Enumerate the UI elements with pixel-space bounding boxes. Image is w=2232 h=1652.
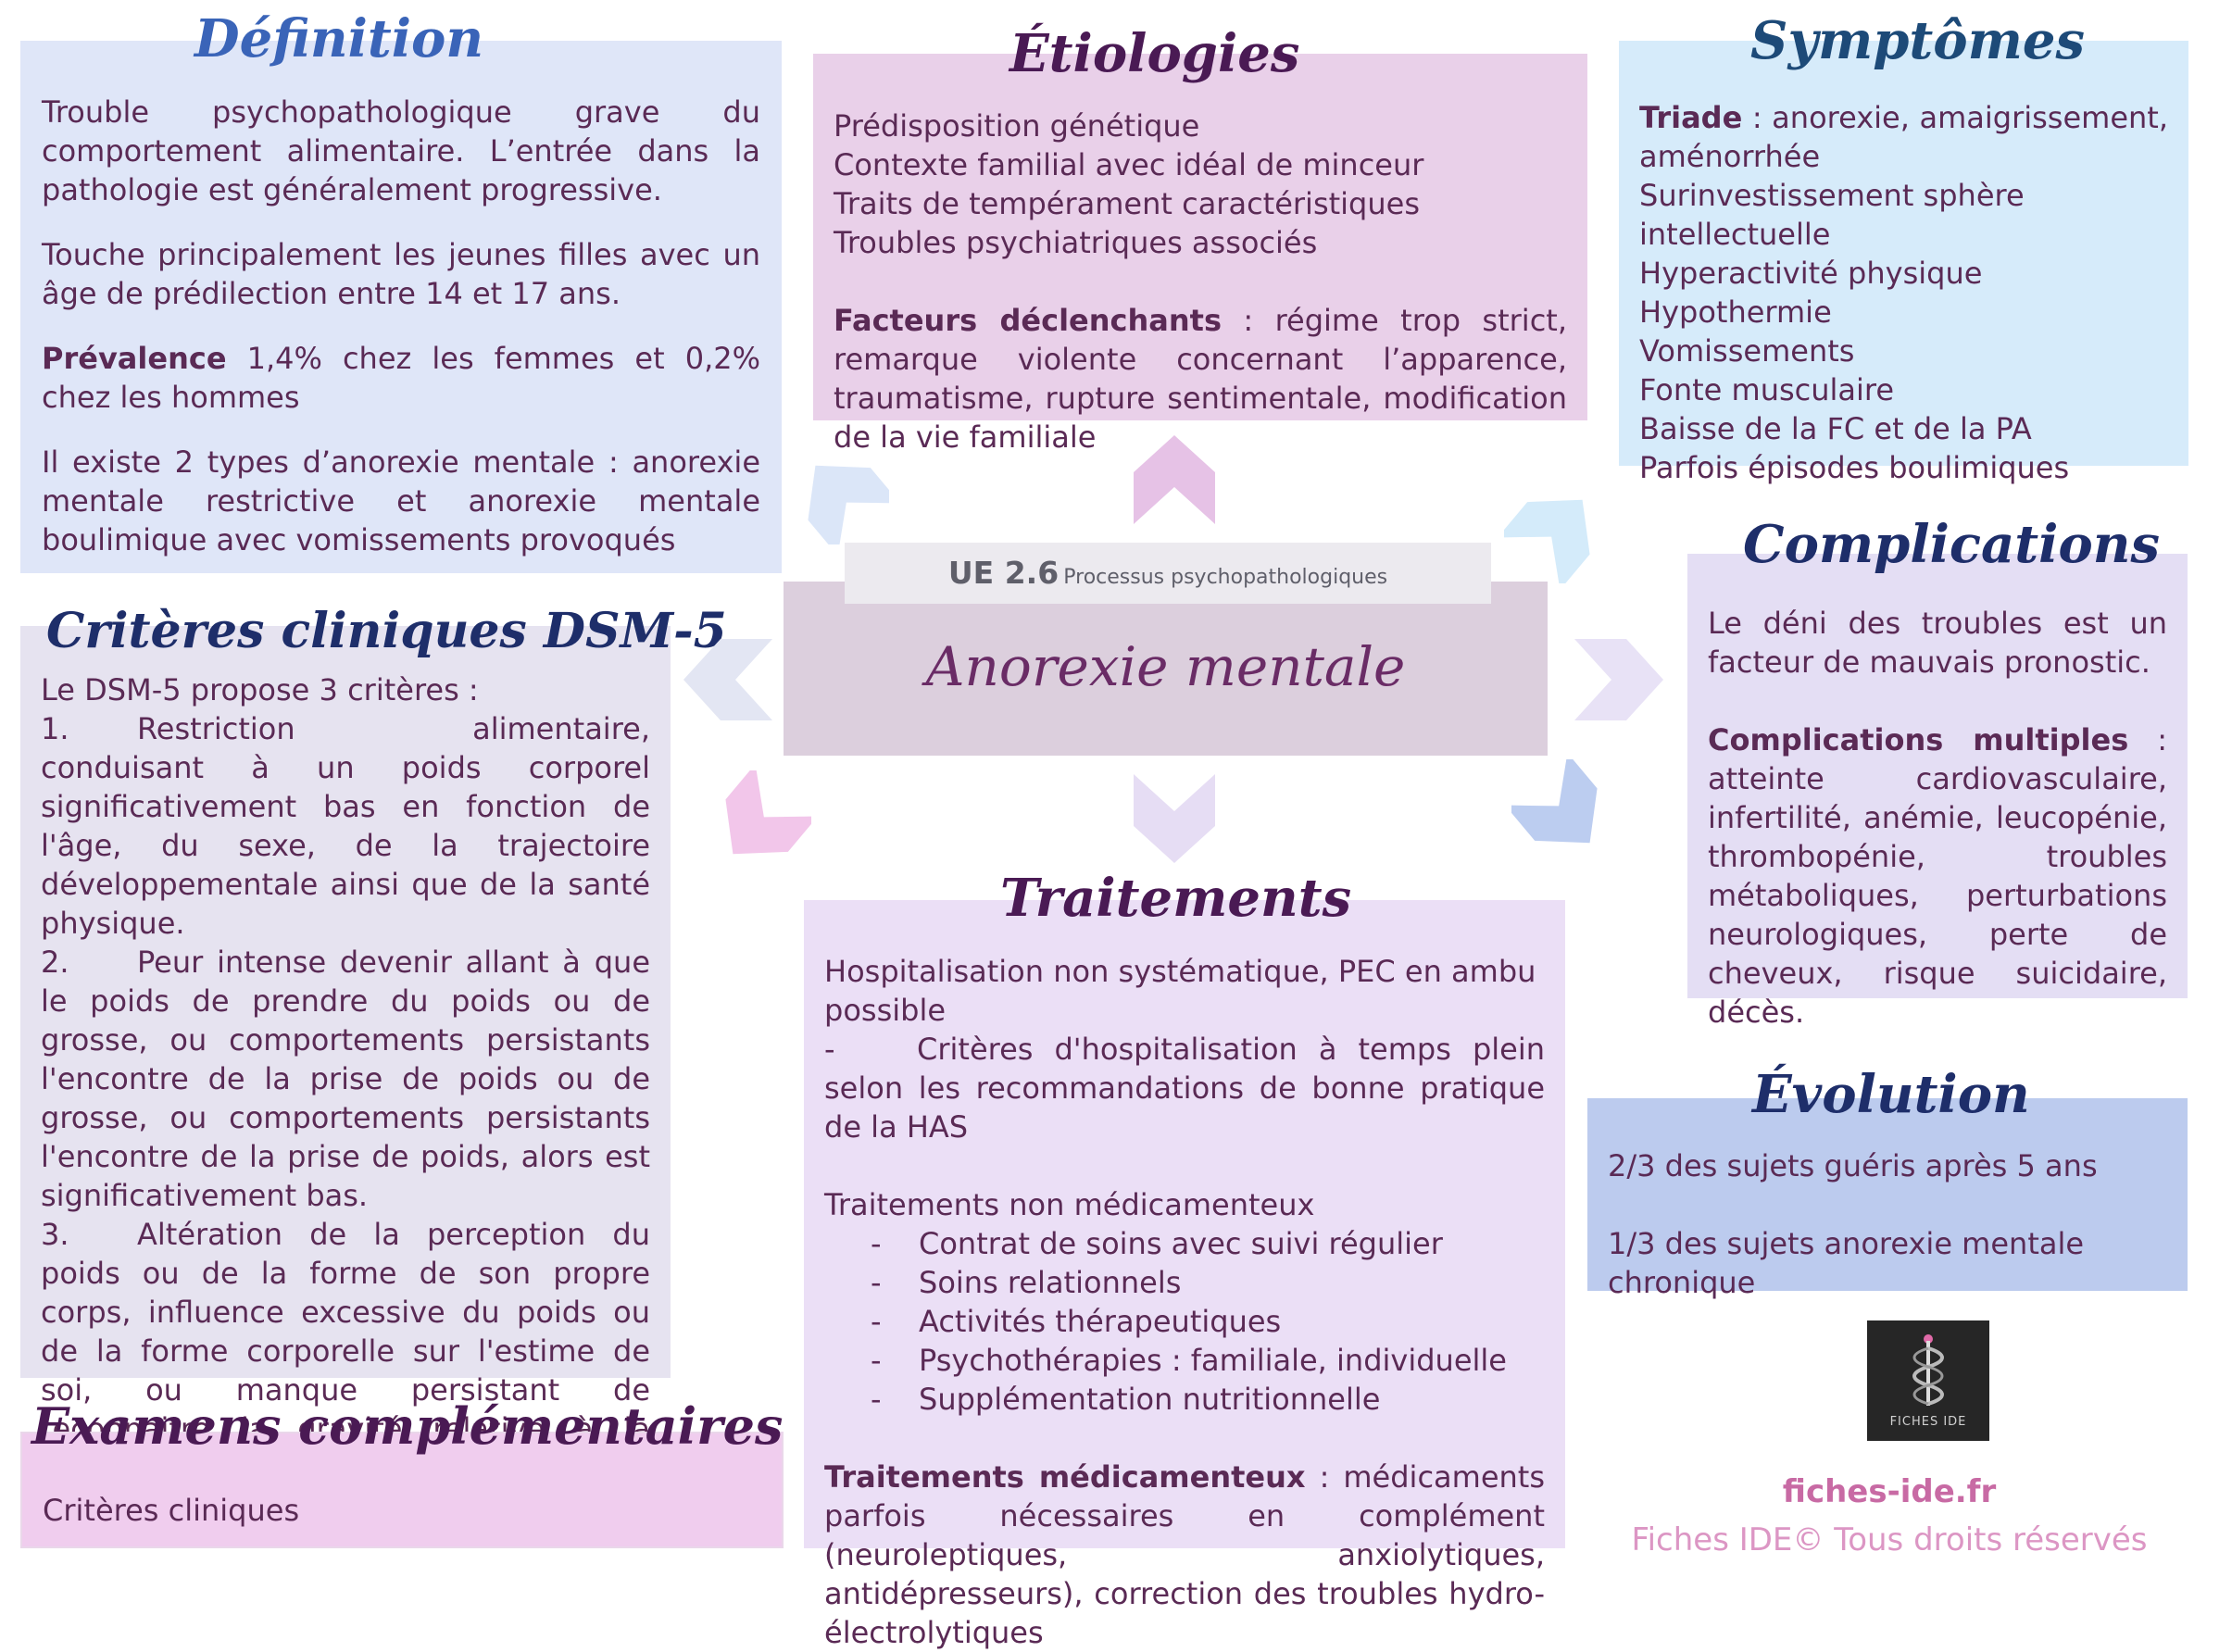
criteres-intro: Le DSM-5 propose 3 critères : <box>41 672 479 707</box>
symptomes-item: Hyperactivité physique <box>1639 256 1983 291</box>
complications-text-2: Complications multiples : atteinte cardi… <box>1708 720 2167 1032</box>
fiches-ide-logo: FICHES IDE <box>1867 1320 1989 1441</box>
non-med-list: -Contrat de soins avec suivi régulier -S… <box>824 1224 1545 1419</box>
examens-title: Examens complémentaires <box>31 1396 784 1456</box>
triade-text: : anorexie, amaigrissement, aménorrhée <box>1639 100 2168 174</box>
non-med-item: -Psychothérapies : familiale, individuel… <box>871 1343 1507 1378</box>
traitements-text-1: Hospitalisation non systématique, PEC en… <box>824 954 1536 1028</box>
arrow-down-left-icon <box>725 770 811 855</box>
criteres-title: Critères cliniques DSM-5 <box>46 603 727 659</box>
arrow-up-left-icon <box>808 465 889 544</box>
examens-panel: Critères cliniques <box>20 1432 784 1548</box>
criteres-panel: Le DSM-5 propose 3 critères : 1.Restrict… <box>20 626 671 1485</box>
etiologies-item: Contexte familial avec idéal de minceur <box>834 147 1424 182</box>
symptomes-item: Hypothermie <box>1639 294 1832 330</box>
symptomes-panel: Triade : anorexie, amaigrissement, améno… <box>1619 41 2188 485</box>
arrow-down-icon <box>1134 774 1215 863</box>
etiologies-item: Prédisposition génétique <box>834 108 1200 144</box>
definition-text-2: Touche principalement les jeunes filles … <box>42 237 760 311</box>
etiologies-title: Étiologies <box>1009 23 1300 84</box>
evolution-title: Évolution <box>1752 1064 2030 1125</box>
examens-text: Critères cliniques <box>43 1493 300 1528</box>
symptomes-triade: Triade : anorexie, amaigrissement, améno… <box>1639 98 2168 176</box>
symptomes-item: Baisse de la FC et de la PA <box>1639 411 2032 446</box>
arrow-down-right-icon <box>1511 759 1598 844</box>
non-med-item: -Activités thérapeutiques <box>871 1304 1282 1339</box>
complications-panel: Le déni des troubles est un facteur de m… <box>1687 554 2188 1030</box>
evolution-text-1: 2/3 des sujets guéris après 5 ans <box>1608 1148 2098 1183</box>
center-panel <box>784 582 1548 756</box>
complications-list: : atteinte cardiovasculaire, infertilité… <box>1708 722 2167 1030</box>
traitements-panel: Hospitalisation non systématique, PEC en… <box>804 900 1565 1650</box>
non-med-item: -Contrat de soins avec suivi régulier <box>871 1226 1443 1261</box>
caduceus-icon <box>1912 1334 1944 1406</box>
non-med-title: Traitements non médicamenteux <box>824 1187 1315 1222</box>
etiologies-declenchants: Facteurs déclenchants : régime trop stri… <box>834 301 1567 457</box>
ue-banner: UE 2.6 Processus psychopathologiques <box>845 543 1491 604</box>
definition-prevalence: Prévalence 1,4% chez les femmes et 0,2% … <box>42 339 760 417</box>
prevalence-value: 1,4% chez les femmes et 0,2% chez les ho… <box>42 341 760 415</box>
criteres-number: 3. <box>41 1217 69 1252</box>
evolution-text-2: 1/3 des sujets anorexie mentale chroniqu… <box>1608 1226 2085 1300</box>
copyright-text: Fiches IDE© Tous droits réservés <box>1631 1521 2148 1558</box>
arrow-left-icon <box>683 639 772 720</box>
traitements-title: Traitements <box>1000 868 1352 929</box>
hospitalisation-criteria: Critères d'hospitalisation à temps plein… <box>824 1032 1545 1145</box>
logo-text: FICHES IDE <box>1889 1415 1967 1429</box>
symptomes-item: Vomissements <box>1639 333 1855 369</box>
etiologies-item: Troubles psychiatriques associés <box>834 225 1318 260</box>
definition-text-1: Trouble psychopathologique grave du comp… <box>42 94 760 207</box>
non-med-item: -Supplémentation nutritionnelle <box>871 1382 1381 1417</box>
complications-title: Complications <box>1743 514 2160 575</box>
complications-text-1: Le déni des troubles est un facteur de m… <box>1708 606 2167 680</box>
arrow-up-right-icon <box>1504 499 1590 583</box>
med-text: Traitements médicamenteux : médicaments … <box>824 1458 1545 1652</box>
criteres-text: Peur intense devenir allant à que le poi… <box>41 945 650 1213</box>
definition-text-4: Il existe 2 types d’anorexie mentale : a… <box>42 444 760 557</box>
arrow-up-icon <box>1134 435 1215 524</box>
criteres-item: 2.Peur intense devenir allant à que le p… <box>41 943 650 1215</box>
non-med-item: -Soins relationnels <box>871 1265 1182 1300</box>
symptomes-title: Symptômes <box>1750 10 2086 71</box>
ue-label: Processus psychopathologiques <box>1063 566 1388 589</box>
criteres-item: 1.Restriction alimentaire, conduisant à … <box>41 709 650 943</box>
complications-label: Complications multiples <box>1708 722 2129 757</box>
triade-label: Triade <box>1639 100 1743 135</box>
criteres-list: 1.Restriction alimentaire, conduisant à … <box>41 709 650 1487</box>
dash-mark: - <box>824 1032 835 1067</box>
ue-code: UE 2.6 <box>947 555 1060 591</box>
site-link[interactable]: fiches-ide.fr <box>1782 1473 1997 1510</box>
criteres-text: Restriction alimentaire, conduisant à un… <box>41 711 650 941</box>
symptomes-item: Fonte musculaire <box>1639 372 1895 407</box>
evolution-panel: 2/3 des sujets guéris après 5 ans 1/3 de… <box>1587 1098 2188 1300</box>
med-label: Traitements médicamenteux <box>824 1459 1306 1495</box>
declenchants-text: : régime trop strict, remarque violente … <box>834 303 1568 455</box>
traitements-hospitalisation: -Critères d'hospitalisation à temps plei… <box>824 1030 1545 1146</box>
etiologies-item: Traits de tempérament caractéristiques <box>834 186 1420 221</box>
criteres-number: 1. <box>41 711 69 746</box>
etiologies-panel: Prédisposition génétique Contexte famili… <box>813 54 1587 455</box>
prevalence-label: Prévalence <box>42 341 227 376</box>
definition-panel: Trouble psychopathologique grave du comp… <box>20 41 782 573</box>
symptomes-item: Surinvestissement sphère intellectuelle <box>1639 178 2025 252</box>
arrow-right-icon <box>1574 639 1663 720</box>
declenchants-label: Facteurs déclenchants <box>834 303 1223 338</box>
symptomes-item: Parfois épisodes boulimiques <box>1639 450 2070 485</box>
definition-title: Définition <box>194 8 484 69</box>
criteres-number: 2. <box>41 945 69 980</box>
center-title: Anorexie mentale <box>925 635 1406 698</box>
